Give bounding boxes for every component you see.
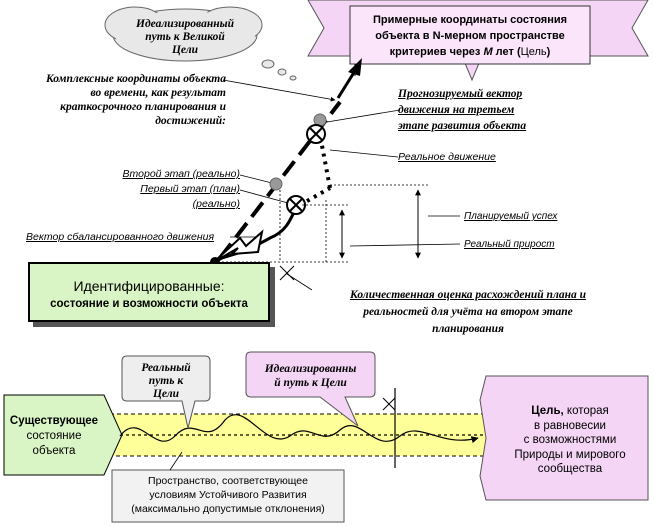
stage-2-label: Второй этап (реально) <box>122 168 240 180</box>
goal-banner-line-2: объекта в N-мерном пространстве <box>375 30 565 42</box>
real-growth-label: Реальный прирост <box>464 239 555 250</box>
goal-line-3: с возможностями <box>523 434 617 446</box>
complex-line-2: во времени, как результат <box>90 87 226 99</box>
balanced-vector-label: Вектор сбалансированного движения <box>26 231 215 243</box>
planned-success-label: Планируемый успех <box>464 211 558 222</box>
goal-line-4: Природы и мирового <box>514 448 626 461</box>
stage-1-real-label: (реально) <box>192 198 240 210</box>
goal-shape <box>479 375 649 501</box>
space-line-3: (максимально допустимые отклонения) <box>131 503 325 515</box>
identified-line-1: Идентифицированные: <box>73 278 225 294</box>
forecast-line-2: движения на третьем <box>398 104 515 116</box>
real-path-line-1: Реальный <box>141 362 191 374</box>
forecast-line-3: этапе развития объекта <box>398 120 527 132</box>
identified-box: Идентифицированные: состояние и возможно… <box>28 262 270 322</box>
existing-state-text: Существующее состояние объекта <box>4 414 104 459</box>
quant-line-2: реальностей для учёта на втором этапе <box>363 306 573 318</box>
goal-line-2: в равновесии <box>534 419 606 432</box>
quant-line-3: планирования <box>432 323 504 335</box>
ideal-path-line-2: й путь к Цели <box>274 377 347 389</box>
existing-line-1: Существующее <box>9 415 99 427</box>
cloud-line-1: Идеализированный <box>136 18 234 30</box>
space-line-1: Пространство, соответствующее <box>148 475 308 487</box>
forecast-line-1: Прогнозируемый вектор <box>398 88 523 100</box>
existing-line-3: объекта <box>32 445 76 457</box>
goal-line-1: Цель, которая <box>531 405 609 417</box>
quant-line-1: Количественная оценка расхождений плана … <box>349 289 587 301</box>
balanced-vector-arrow <box>213 229 264 263</box>
complex-line-1: Комплексные координаты объекта <box>45 73 226 85</box>
real-path-line-2: путь к <box>148 375 184 387</box>
goal-banner-line-3: критериев через М лет (Цель) <box>389 46 551 58</box>
space-line-2: условиям Устойчивого Развития <box>149 489 307 501</box>
identified-box-corner <box>10 266 32 276</box>
goal-line-5: сообщества <box>537 463 603 475</box>
identified-line-2: состояние и возможности объекта <box>50 298 248 310</box>
real-path-line-3: Цели <box>152 388 180 400</box>
complex-line-3: краткосрочного планирования и <box>60 101 226 113</box>
cloud-line-2: путь к Великой <box>145 31 225 43</box>
existing-state-shape <box>3 394 123 476</box>
cloud-line-3: Цели <box>171 44 199 56</box>
existing-line-2: состояние <box>26 430 82 442</box>
real-movement-label: Реальное движение <box>398 151 496 163</box>
ideal-path-line-1: Идеализированны <box>264 363 357 375</box>
cloud-shape <box>104 6 297 81</box>
goal-banner-line-1: Примерные координаты состояния <box>372 14 568 26</box>
stage-1-plan-label: Первый этап (план) <box>140 183 240 195</box>
complex-line-4: достижений: <box>155 115 226 127</box>
